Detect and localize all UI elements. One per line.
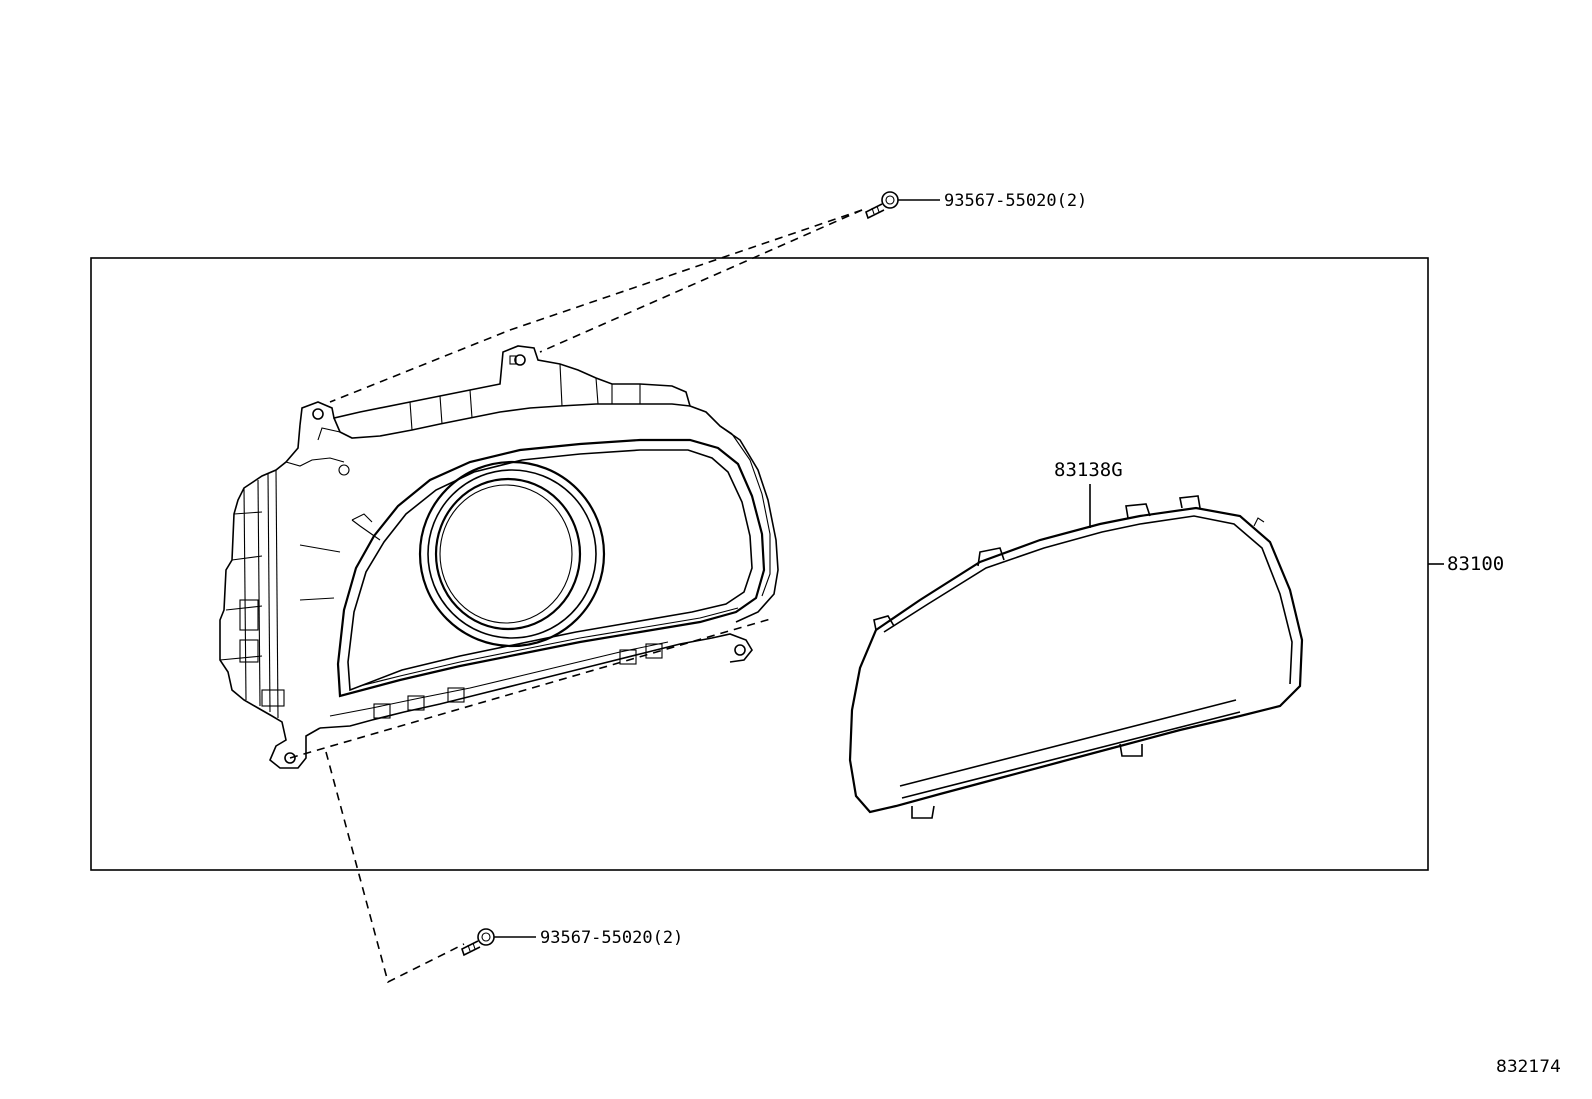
diagram-id-label: 832174 <box>1496 1057 1561 1077</box>
cluster-face-bezel <box>299 438 766 698</box>
fastener-dashed-lines <box>289 209 863 984</box>
screw-top-icon <box>865 191 940 220</box>
instrument-cluster-housing <box>219 345 779 769</box>
part-label-screw-bottom: 93567-55020(2) <box>540 928 683 948</box>
part-label-assembly: 83100 <box>1447 553 1504 575</box>
part-label-glass: 83138G <box>1054 459 1123 481</box>
assembly-boundary-box <box>90 257 1429 871</box>
part-label-screw-top: 93567-55020(2) <box>944 191 1087 211</box>
cluster-lens-glass <box>848 495 1304 819</box>
screw-bottom-icon <box>461 928 536 957</box>
